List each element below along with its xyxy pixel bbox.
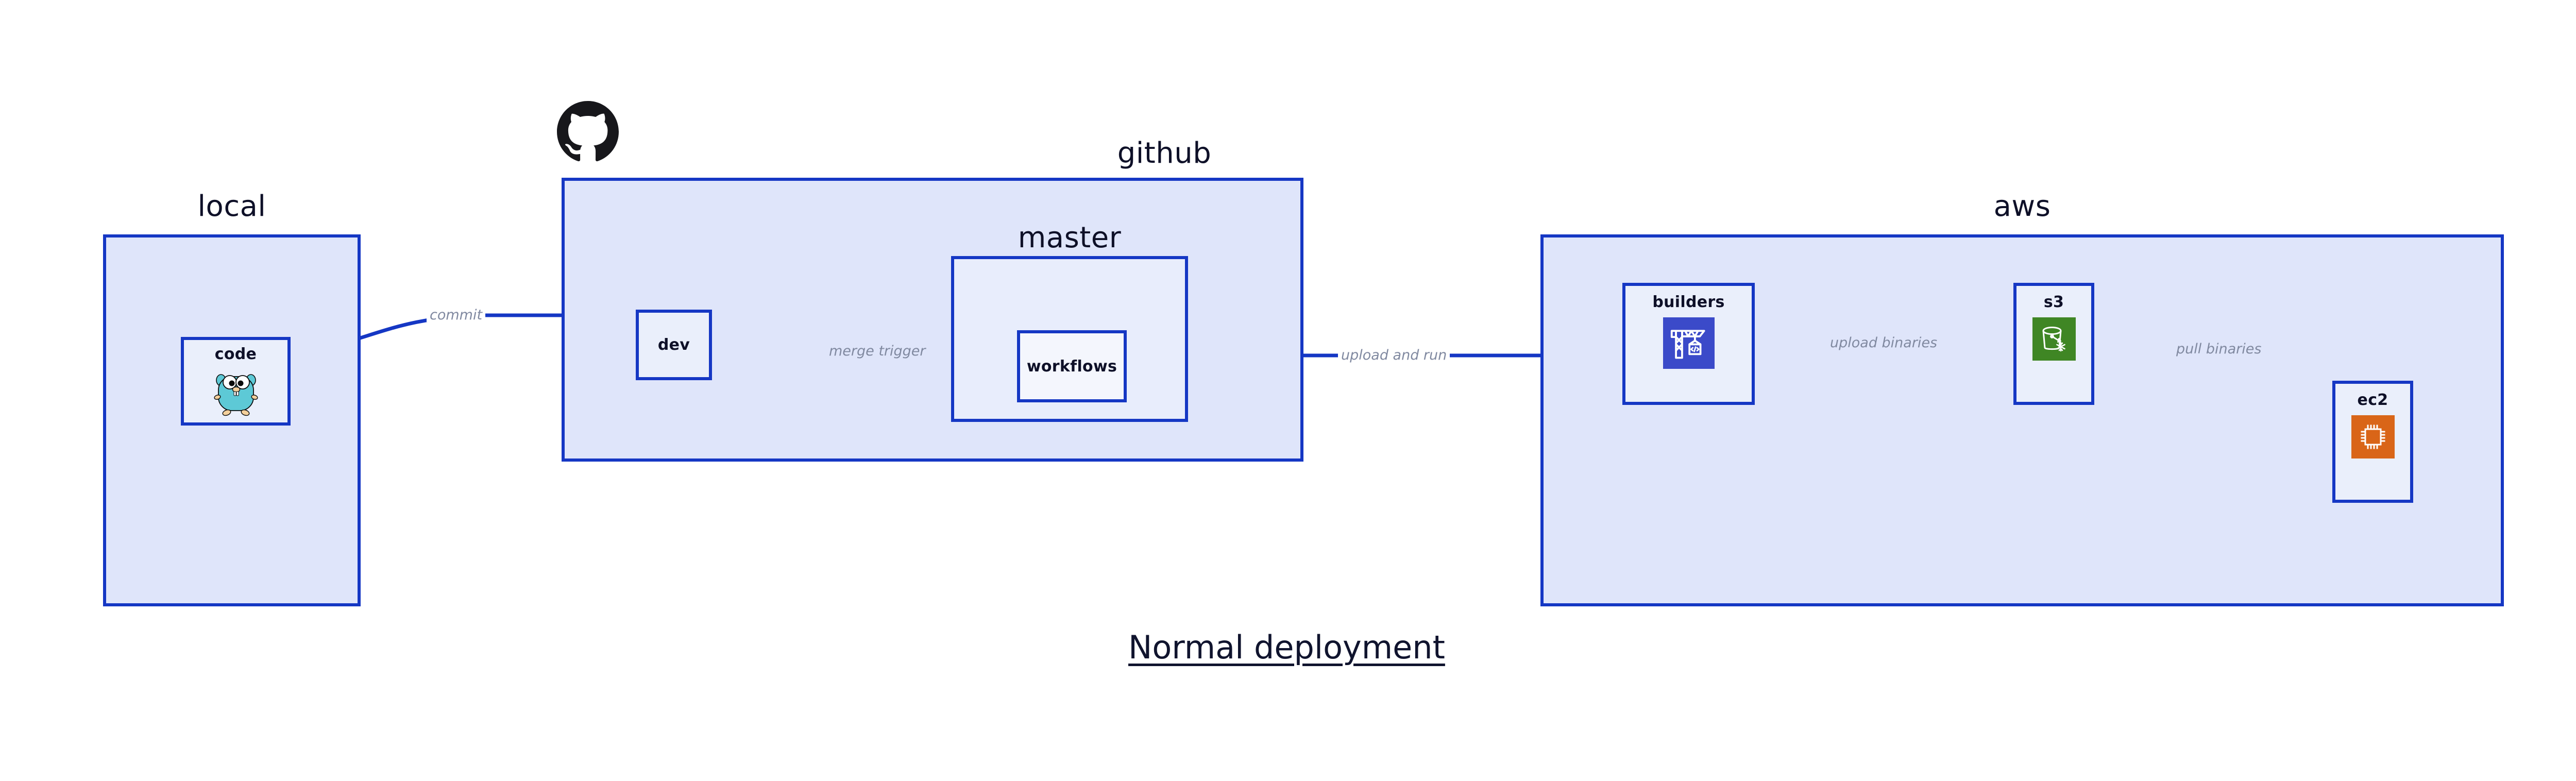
subgroup-title-master: master (1018, 221, 1122, 254)
group-title-local: local (197, 190, 266, 223)
edge-label-upload-and-run: upload and run (1338, 348, 1450, 362)
go-gopher-icon (213, 367, 258, 417)
subgroup-master[interactable]: workflows (951, 256, 1188, 422)
edge-label-pull-binaries: pull binaries (2173, 342, 2265, 356)
node-dev[interactable]: dev (636, 310, 712, 380)
node-workflows[interactable]: workflows (1017, 330, 1127, 402)
group-aws[interactable]: builders (1540, 234, 2504, 606)
edge-label-upload-binaries: upload binaries (1827, 336, 1941, 350)
edge-label-merge-trigger: merge trigger (826, 344, 929, 358)
aws-codebuild-crane-icon (1663, 317, 1715, 369)
node-s3-label: s3 (2043, 293, 2064, 311)
node-dev-label: dev (657, 336, 690, 354)
group-title-aws: aws (1993, 190, 2051, 223)
aws-ec2-chip-icon (2351, 415, 2395, 459)
node-s3[interactable]: s3 (2013, 283, 2094, 405)
aws-s3-glacier-bucket-icon (2032, 317, 2076, 361)
group-title-github: github (1117, 137, 1212, 170)
diagram-title: Normal deployment (1128, 629, 1445, 666)
node-code[interactable]: code (181, 337, 291, 426)
group-local[interactable]: code (103, 234, 361, 606)
node-ec2[interactable]: ec2 (2332, 381, 2413, 503)
node-code-label: code (214, 345, 257, 363)
node-workflows-label: workflows (1026, 357, 1117, 376)
node-builders[interactable]: builders (1622, 283, 1755, 405)
node-ec2-label: ec2 (2357, 391, 2388, 409)
node-builders-label: builders (1652, 293, 1725, 311)
edge-label-commit: commit (427, 308, 486, 322)
github-octocat-icon (557, 99, 619, 165)
group-github[interactable]: dev master workflows (562, 178, 1303, 462)
